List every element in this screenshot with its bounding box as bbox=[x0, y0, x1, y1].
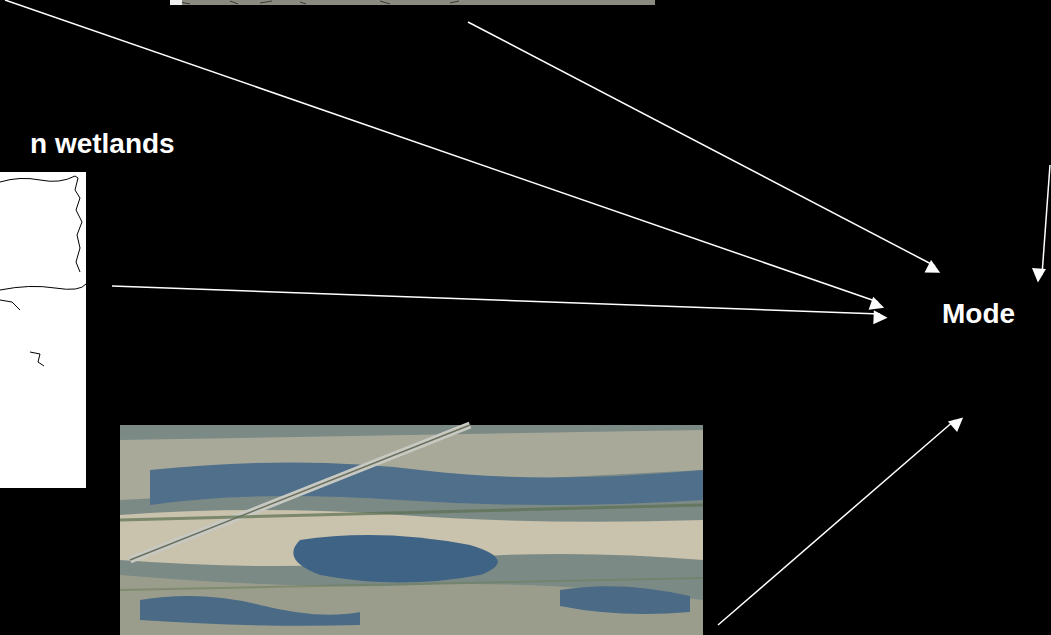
model-label: Mode bbox=[942, 298, 1015, 330]
aerial-photo bbox=[120, 425, 703, 635]
map-heading: n wetlands bbox=[30, 128, 175, 160]
map-node: n wetlands bbox=[0, 172, 86, 488]
pointer-arrows bbox=[5, 0, 1050, 625]
model-text: Mode bbox=[942, 298, 1015, 330]
wetland-map bbox=[0, 172, 86, 488]
connector-arrow bbox=[112, 286, 880, 314]
top-photo bbox=[170, 0, 655, 5]
